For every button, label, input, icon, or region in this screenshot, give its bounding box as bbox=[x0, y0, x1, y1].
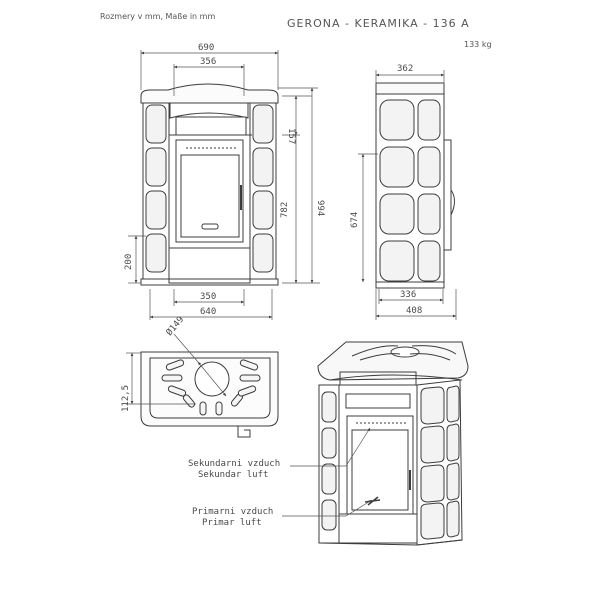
dim-top-depth: 362 bbox=[397, 64, 413, 74]
dim-tile-height: 674 bbox=[350, 212, 360, 228]
dim-top-width: 356 bbox=[200, 57, 216, 67]
top-view-decor-slots bbox=[161, 359, 261, 416]
dim-base-height: 200 bbox=[124, 254, 134, 270]
dim-base-width: 640 bbox=[200, 307, 216, 317]
dim-firebox-width: 350 bbox=[200, 292, 216, 302]
top-view bbox=[140, 351, 279, 438]
primary-air-cz-label: Primarni vzduch bbox=[192, 507, 273, 517]
front-view-dimension-labels: 690 356 157 782 994 200 350 640 bbox=[124, 43, 325, 317]
primary-air-de-label: Primar luft bbox=[202, 518, 262, 528]
iso-right-tiles bbox=[420, 385, 460, 540]
iso-leader-lines bbox=[282, 427, 373, 517]
dim-height-994: 994 bbox=[315, 200, 325, 216]
iso-left-tiles bbox=[321, 391, 337, 531]
front-right-tiles bbox=[252, 104, 274, 273]
iso-view bbox=[317, 341, 469, 546]
secondary-air-de-label: Sekundar luft bbox=[198, 470, 268, 480]
side-view-dimension-labels: 362 674 336 408 bbox=[350, 64, 422, 316]
dim-total-depth: 408 bbox=[406, 306, 422, 316]
top-view-dimensions bbox=[126, 333, 227, 405]
dim-inner-depth: 336 bbox=[400, 290, 416, 300]
units-note: Rozmery v mm, Maße in mm bbox=[100, 12, 216, 21]
secondary-air-cz-label: Sekundarni vzduch bbox=[188, 459, 280, 469]
weight-label: 133 kg bbox=[464, 40, 492, 49]
dim-top-height: 157 bbox=[286, 128, 296, 144]
dim-total-width: 690 bbox=[198, 43, 214, 53]
dim-height-782: 782 bbox=[280, 202, 290, 218]
front-left-tiles bbox=[145, 104, 167, 273]
model-title: GERONA - KERAMIKA - 136 A bbox=[287, 17, 470, 30]
front-view bbox=[140, 83, 279, 286]
front-view-dimensions bbox=[128, 50, 320, 320]
side-view bbox=[375, 82, 455, 289]
iso-labels: Sekundarni vzduch Sekundar luft Primarni… bbox=[188, 459, 280, 528]
side-view-tiles bbox=[379, 99, 441, 282]
dim-flue-diameter: Ø149 bbox=[164, 314, 186, 338]
dim-flue-offset: 112,5 bbox=[121, 385, 131, 412]
side-view-dimensions bbox=[358, 70, 457, 320]
